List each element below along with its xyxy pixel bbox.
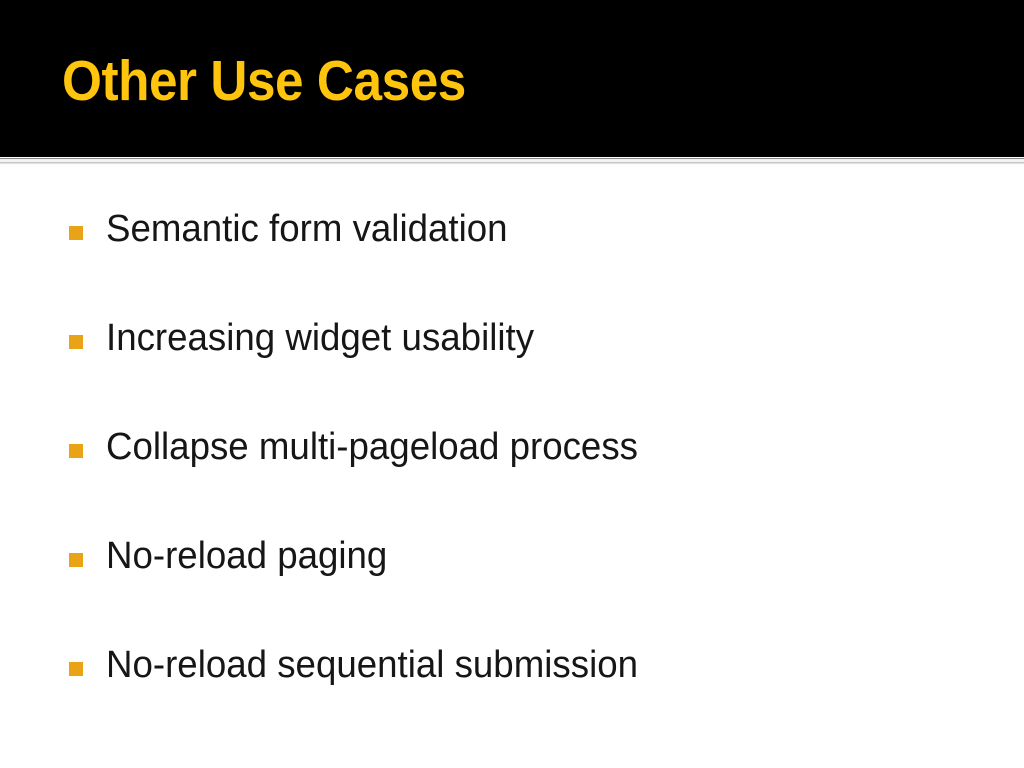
bullet-label: Increasing widget usability (106, 317, 535, 359)
title-divider-fade (0, 164, 1024, 167)
list-item: Increasing widget usability (0, 305, 1024, 414)
list-item: Semantic form validation (0, 196, 1024, 305)
bullet-label: No-reload paging (106, 535, 388, 577)
list-item: Collapse multi-pageload process (0, 414, 1024, 523)
bullet-list: Semantic form validation Increasing widg… (0, 196, 1024, 741)
square-bullet-icon (69, 226, 83, 240)
square-bullet-icon (69, 553, 83, 567)
bullet-label: Semantic form validation (106, 208, 508, 250)
square-bullet-icon (69, 335, 83, 349)
bullet-label: No-reload sequential submission (106, 644, 639, 686)
title-divider-gap (0, 159, 1024, 162)
title-divider-thin (0, 162, 1024, 164)
page-title: Other Use Cases (62, 49, 466, 113)
title-divider-thick (0, 157, 1024, 159)
list-item: No-reload paging (0, 523, 1024, 632)
slide-title-band: Other Use Cases (0, 0, 1024, 157)
square-bullet-icon (69, 662, 83, 676)
list-item: No-reload sequential submission (0, 632, 1024, 741)
bullet-label: Collapse multi-pageload process (106, 426, 639, 468)
square-bullet-icon (69, 444, 83, 458)
